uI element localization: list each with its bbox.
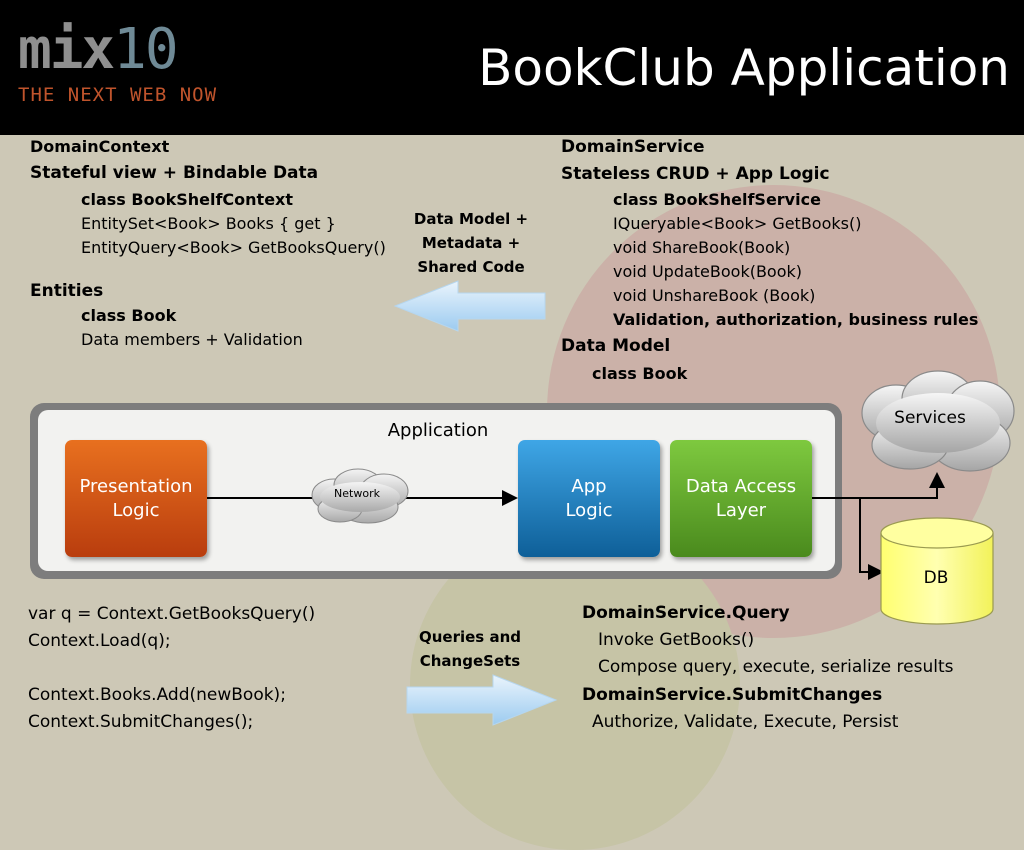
code-line-query: var q = Context.GetBooksQuery() [28, 604, 316, 624]
stateful-view-heading: Stateful view + Bindable Data [30, 163, 319, 183]
services-cloud-icon [861, 370, 1015, 472]
network-label: Network [334, 487, 380, 500]
context-class-line: class BookShelfContext [81, 190, 294, 209]
updatebook-line: void UpdateBook(Book) [613, 262, 803, 281]
domainservice-heading: DomainService [561, 137, 705, 157]
data-model-heading: Data Model [561, 336, 671, 356]
query-line-invoke: Invoke GetBooks() [598, 630, 755, 650]
code-line-load: Context.Load(q); [28, 631, 171, 651]
unsharebook-line: void UnshareBook (Book) [613, 286, 816, 305]
database-cylinder-icon [880, 517, 994, 625]
application-label: Application [387, 420, 489, 441]
query-line-compose: Compose query, execute, serialize result… [598, 657, 954, 677]
code-line-add: Context.Books.Add(newBook); [28, 685, 286, 705]
domaincontext-heading: DomainContext [30, 137, 170, 156]
network-cloud-icon [311, 468, 409, 524]
dal-to-db-connector [859, 498, 884, 580]
entities-heading: Entities [30, 281, 104, 301]
entities-members-line: Data members + Validation [81, 330, 303, 349]
header-bar [0, 0, 1024, 135]
mix10-logo: mix10 [18, 17, 179, 82]
code-line-submit: Context.SubmitChanges(); [28, 712, 254, 732]
submit-heading: DomainService.SubmitChanges [582, 685, 883, 705]
service-class-line: class BookShelfService [613, 190, 821, 209]
data-model-class-line: class Book [592, 364, 688, 383]
business-rules-line: Validation, authorization, business rule… [613, 310, 979, 329]
left-arrow-label: Data Model +Metadata +Shared Code [413, 210, 529, 276]
sharebook-line: void ShareBook(Book) [613, 238, 791, 257]
getbooks-line: IQueryable<Book> GetBooks() [613, 214, 862, 233]
entities-class-line: class Book [81, 306, 177, 325]
slide-title: BookClub Application [478, 39, 1010, 97]
stateless-crud-heading: Stateless CRUD + App Logic [561, 164, 830, 184]
dal-to-services-connector [860, 472, 945, 499]
entityquery-line: EntityQuery<Book> GetBooksQuery() [81, 238, 386, 257]
right-arrow [406, 674, 558, 726]
query-heading: DomainService.Query [582, 603, 790, 623]
entityset-line: EntitySet<Book> Books { get } [81, 214, 336, 233]
submit-line: Authorize, Validate, Execute, Persist [592, 712, 899, 732]
services-label: Services [894, 408, 966, 428]
left-arrow [393, 280, 546, 332]
logo-tagline: THE NEXT WEB NOW [18, 84, 218, 106]
db-label: DB [923, 568, 949, 588]
